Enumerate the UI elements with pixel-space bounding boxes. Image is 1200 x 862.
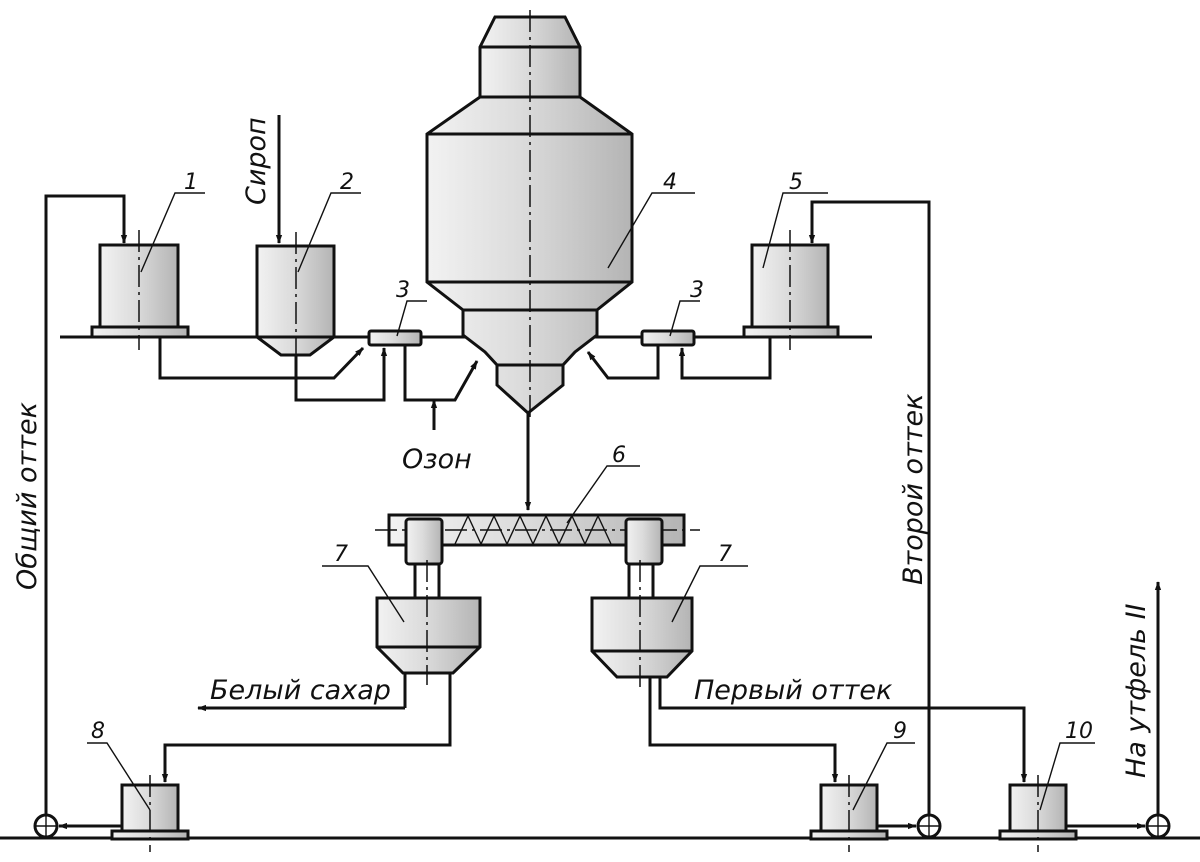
label-1: 1	[184, 170, 198, 195]
pump-9	[916, 813, 942, 839]
mixer-3-right	[640, 329, 696, 347]
label-7-left: 7	[334, 542, 348, 567]
column-4	[425, 10, 634, 420]
label-syrup: Сироп	[241, 117, 272, 205]
mixer-3-left	[367, 329, 423, 347]
label-to-massecuite: На утфель II	[1121, 603, 1152, 778]
label-7-right: 7	[718, 542, 732, 567]
screw-conveyor-6	[375, 513, 700, 566]
centrifuge-7-left	[375, 560, 482, 685]
tank-2	[255, 232, 336, 365]
label-3-right: 3	[690, 278, 704, 303]
label-3-left: 3	[396, 278, 410, 303]
label-common-runoff: Общий оттек	[12, 401, 43, 590]
label-second-runoff: Второй оттек	[898, 393, 929, 585]
leader-lines	[87, 192, 1095, 811]
label-10: 10	[1065, 719, 1093, 744]
centrifuge-7-right	[590, 560, 694, 688]
tank-5	[742, 230, 840, 350]
collector-10	[998, 775, 1078, 852]
label-4: 4	[663, 170, 677, 195]
collector-8	[110, 775, 190, 852]
collector-9	[809, 775, 889, 852]
label-8: 8	[91, 719, 105, 744]
label-white-sugar: Белый сахар	[210, 675, 391, 706]
label-6: 6	[612, 443, 626, 468]
tank-1	[90, 230, 190, 350]
label-ozone: Озон	[402, 444, 472, 475]
label-2: 2	[340, 170, 354, 195]
label-9: 9	[893, 719, 907, 744]
pump-10	[1145, 813, 1171, 839]
pump-8	[33, 813, 59, 839]
label-5: 5	[789, 170, 803, 195]
piping	[44, 115, 1162, 830]
label-first-runoff: Первый оттек	[694, 675, 893, 706]
